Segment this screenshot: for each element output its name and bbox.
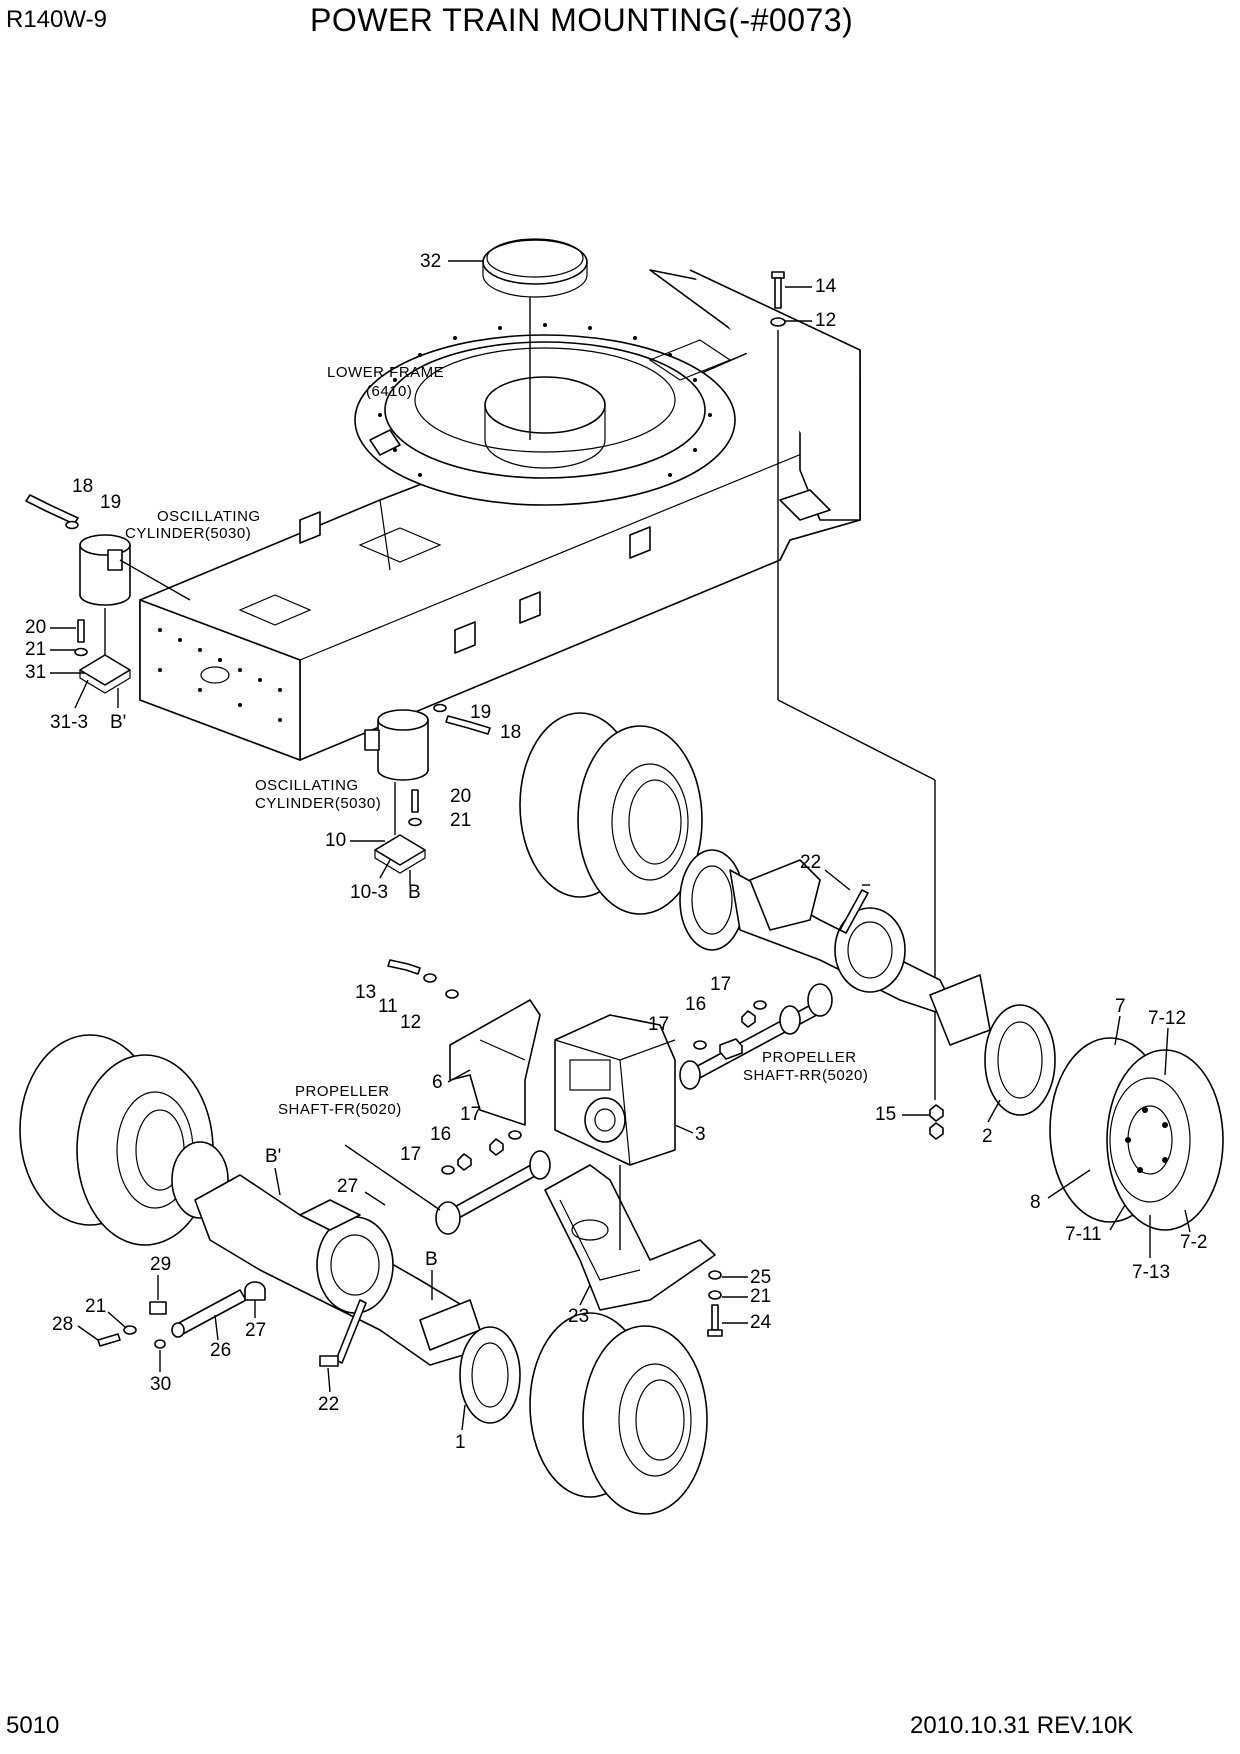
lower-frame: [139, 269, 861, 761]
note-osc-cyl-upper-2: CYLINDER(5030): [125, 525, 251, 542]
callout-7-13: 7-13: [1132, 1262, 1170, 1283]
propeller-shaft-fr: [344, 1130, 551, 1235]
page-number: 5010: [6, 1712, 60, 1739]
callout-25: 25: [750, 1267, 771, 1288]
callout-1: 1: [455, 1432, 466, 1453]
part-32-ring: [482, 238, 588, 440]
oscillating-cylinder-lower: [364, 703, 491, 885]
callout-27-b: 27: [245, 1320, 266, 1341]
page-title: POWER TRAIN MOUNTING(-#0073): [310, 2, 854, 38]
callout-17-fr-b: 17: [460, 1104, 481, 1125]
propeller-shaft-rr: [679, 983, 833, 1090]
callout-14: 14: [815, 276, 837, 297]
callout-12-mid: 12: [400, 1012, 421, 1033]
callout-27-a: 27: [337, 1176, 358, 1197]
right-rear-tire: [929, 1037, 1224, 1231]
callout-b-lower: B: [425, 1249, 438, 1270]
oscillating-cylinder-upper: [25, 494, 191, 694]
transmission-3: [554, 1014, 676, 1166]
callout-b-upper: B: [408, 882, 421, 903]
callout-7: 7: [1115, 996, 1126, 1017]
callout-7-11: 7-11: [1065, 1224, 1102, 1245]
pin-assembly: [97, 1281, 266, 1349]
callout-12: 12: [815, 310, 836, 331]
callout-29: 29: [150, 1254, 171, 1275]
note-osc-cyl-upper-1: OSCILLATING: [157, 508, 261, 525]
callout-21-guard: 21: [750, 1286, 771, 1307]
callout-13: 13: [355, 982, 376, 1003]
callout-8: 8: [1030, 1192, 1041, 1213]
revision-date: 2010.10.31 REV.10K: [910, 1712, 1134, 1739]
callout-labels: 32 14 12 18 19 20 21 31 31-3 B' 19 18 20…: [25, 251, 1207, 1453]
callout-21-pin: 21: [85, 1296, 106, 1317]
callout-19: 19: [100, 492, 121, 513]
callout-17-fr-a: 17: [400, 1144, 421, 1165]
callout-16-fr: 16: [430, 1124, 451, 1145]
callout-21-lower: 21: [450, 810, 471, 831]
bolt-14-washer-12: [770, 271, 936, 1100]
callout-10: 10: [325, 830, 346, 851]
bracket-6: [387, 959, 541, 1126]
callout-2: 2: [982, 1126, 993, 1147]
callout-22-front: 22: [318, 1394, 339, 1415]
callout-17-rr-b: 17: [710, 974, 731, 995]
front-axle-assembly: [19, 1034, 521, 1424]
note-prop-rr-1: PROPELLER: [762, 1049, 857, 1066]
callout-23: 23: [568, 1306, 589, 1327]
note-prop-fr-1: PROPELLER: [295, 1083, 390, 1100]
callout-3: 3: [695, 1124, 706, 1145]
callout-11: 11: [378, 996, 398, 1017]
callout-24: 24: [750, 1312, 772, 1333]
callout-b-prime-upper: B': [110, 712, 126, 733]
note-osc-cyl-lower-1: OSCILLATING: [255, 777, 359, 794]
right-front-tire: [529, 1312, 708, 1515]
callout-22-rear: 22: [800, 852, 821, 873]
callout-18-lower: 18: [500, 722, 521, 743]
note-prop-fr-2: SHAFT-FR(5020): [278, 1101, 402, 1118]
callout-18: 18: [72, 476, 93, 497]
callout-b-prime-lower: B': [265, 1146, 281, 1167]
rear-axle-assembly: [519, 712, 1056, 1116]
note-prop-rr-2: SHAFT-RR(5020): [743, 1067, 868, 1084]
callout-7-2: 7-2: [1180, 1232, 1207, 1253]
callout-30: 30: [150, 1374, 171, 1395]
model-number: R140W-9: [6, 6, 107, 33]
callout-17-rr-a: 17: [648, 1014, 669, 1035]
callout-32: 32: [420, 251, 441, 272]
note-lower-frame-1: LOWER FRAME: [327, 364, 444, 381]
callout-21: 21: [25, 639, 46, 660]
callout-28: 28: [52, 1314, 73, 1335]
callout-26: 26: [210, 1340, 231, 1361]
callout-20-lower: 20: [450, 786, 471, 807]
note-lower-frame-2: (6410): [366, 383, 412, 400]
callout-16-rr: 16: [685, 994, 706, 1015]
guard-23: [544, 1164, 723, 1337]
callout-19-lower: 19: [470, 702, 491, 723]
callout-31: 31: [25, 662, 46, 683]
callout-6: 6: [432, 1072, 443, 1093]
callout-31-3: 31-3: [50, 712, 88, 733]
callout-7-12: 7-12: [1148, 1008, 1186, 1029]
reference-notes: LOWER FRAME (6410) OSCILLATING CYLINDER(…: [125, 364, 868, 1118]
callout-15: 15: [875, 1104, 896, 1125]
callout-10-3: 10-3: [350, 882, 388, 903]
callout-20: 20: [25, 617, 46, 638]
note-osc-cyl-lower-2: CYLINDER(5030): [255, 795, 381, 812]
